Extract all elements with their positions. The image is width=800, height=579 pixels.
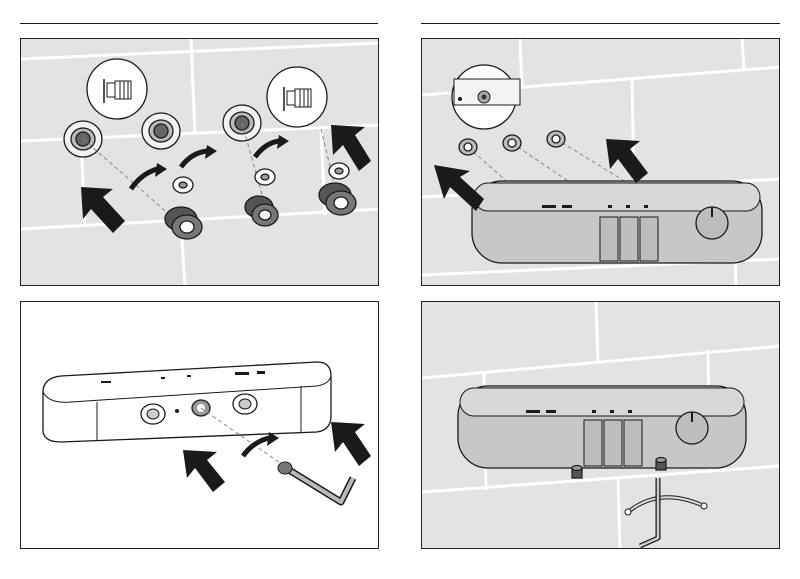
step-1-illustration bbox=[21, 39, 378, 285]
magnifier-detail-icon bbox=[86, 58, 328, 128]
top-rule-right bbox=[421, 23, 780, 24]
set-screw-icon bbox=[571, 456, 667, 479]
eccentric-connector-icon bbox=[164, 182, 357, 240]
curved-arrow-icon bbox=[128, 138, 280, 191]
install-arrow-icon bbox=[183, 422, 371, 492]
step-4-illustration bbox=[422, 302, 779, 548]
thermostat-unit bbox=[457, 385, 747, 469]
top-rule-left bbox=[20, 23, 378, 24]
install-arrow-icon bbox=[81, 125, 371, 233]
step-3-panel bbox=[20, 301, 379, 549]
curved-arrow-icon bbox=[240, 435, 270, 458]
step-4-panel bbox=[421, 301, 780, 549]
thermostat-rear-view bbox=[42, 361, 332, 443]
washer-icon bbox=[172, 162, 350, 194]
step-1-panel bbox=[20, 38, 379, 286]
hex-key-icon bbox=[638, 478, 661, 548]
install-arrow-icon bbox=[434, 139, 648, 211]
step-2-illustration bbox=[422, 39, 779, 285]
nut-icon bbox=[458, 130, 566, 156]
hex-key-icon bbox=[277, 461, 357, 506]
step-2-panel bbox=[421, 38, 780, 286]
thermostat-unit bbox=[471, 180, 763, 264]
clip-icon bbox=[624, 495, 708, 516]
step-3-illustration bbox=[21, 302, 378, 548]
magnifier-detail-icon bbox=[451, 64, 521, 130]
